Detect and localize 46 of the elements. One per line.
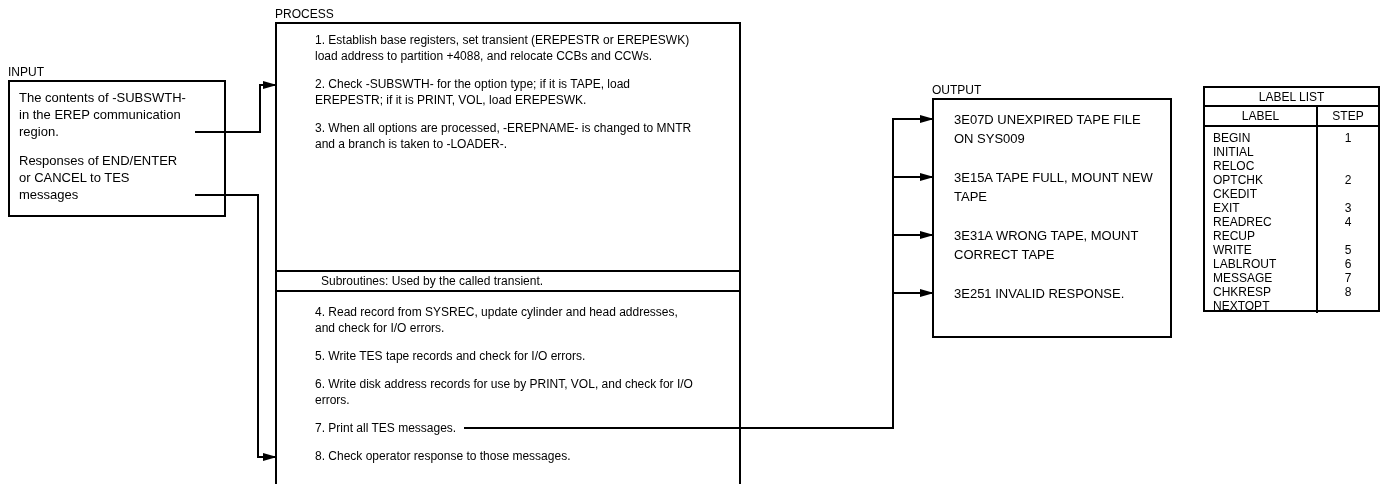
message-text: 3E251 INVALID RESPONSE. [954, 286, 1125, 301]
message-text: 3E31A WRONG TAPE, MOUNT CORRECT TAPE [954, 228, 1139, 262]
table-label: NEXTOPT [1213, 299, 1270, 313]
step-text: 4. Read record from SYSREC, update cylinder and head addresses, and check for I/O errors. [315, 305, 678, 335]
input-text: The contents of -SUBSWTH- in the EREP communication region. [19, 90, 186, 139]
section-heading: OUTPUT [932, 83, 982, 97]
band-text: Subroutines: Used by the called transient. [321, 273, 544, 290]
table-label: WRITE [1213, 243, 1252, 257]
section-heading: INPUT [8, 65, 44, 79]
table-label: EXIT [1213, 201, 1240, 215]
table-step: 7 [1344, 271, 1352, 285]
section-heading: PROCESS [275, 7, 334, 21]
table-label: OPTCHK [1213, 173, 1263, 187]
step-text: 8. Check operator response to those messages. [315, 449, 571, 463]
table-label: RELOC [1213, 159, 1255, 173]
arrow [194, 81, 278, 133]
input-text: Responses of END/ENTER or CANCEL to TES messages [19, 153, 178, 202]
step-text: 2. Check -SUBSWTH- for the option type; if it is TAPE, load EREPESTR; if it is PRINT, VOL, load EREPESWK. [315, 77, 630, 107]
step-text: 1. Establish base registers, set transient (EREPESTR or EREPESWK) load address to partition +4088, and relocate CCBs and CCWs. [315, 33, 690, 63]
table-label: INITIAL [1213, 145, 1254, 159]
subroutine-band [277, 270, 739, 292]
arrow [194, 194, 278, 461]
table-step: 1 [1344, 131, 1352, 145]
table-label: MESSAGE [1213, 271, 1273, 285]
step-text: 6. Write disk address records for use by PRINT, VOL, and check for I/O errors. [315, 377, 693, 407]
step-text: 5. Write TES tape records and check for I/O errors. [315, 349, 586, 363]
table-label: RECUP [1213, 229, 1255, 243]
table-step: 3 [1344, 201, 1352, 215]
table-step: 8 [1344, 285, 1352, 299]
table-label: BEGIN [1213, 131, 1251, 145]
arrow [463, 289, 935, 429]
table-step: 4 [1344, 215, 1352, 229]
message-text: 3E07D UNEXPIRED TAPE FILE ON SYS009 [954, 112, 1141, 146]
column-header: LABEL [1241, 108, 1280, 125]
message-text: 3E15A TAPE FULL, MOUNT NEW TAPE [954, 170, 1153, 204]
table-step: 5 [1344, 243, 1352, 257]
table-label: LABLROUT [1213, 257, 1277, 271]
table-title: LABEL LIST [1258, 88, 1325, 106]
table-label: CHKRESP [1213, 285, 1271, 299]
table-label: READREC [1213, 215, 1272, 229]
step-text: 7. Print all TES messages. [315, 421, 457, 435]
table-step: 2 [1344, 173, 1352, 187]
step-text: 3. When all options are processed, -EREPNAME- is changed to MNTR and a branch is taken to -LOADER-. [315, 121, 692, 151]
table-label: CKEDIT [1213, 187, 1257, 201]
table-step: 6 [1344, 257, 1352, 271]
column-header: STEP [1332, 108, 1364, 125]
